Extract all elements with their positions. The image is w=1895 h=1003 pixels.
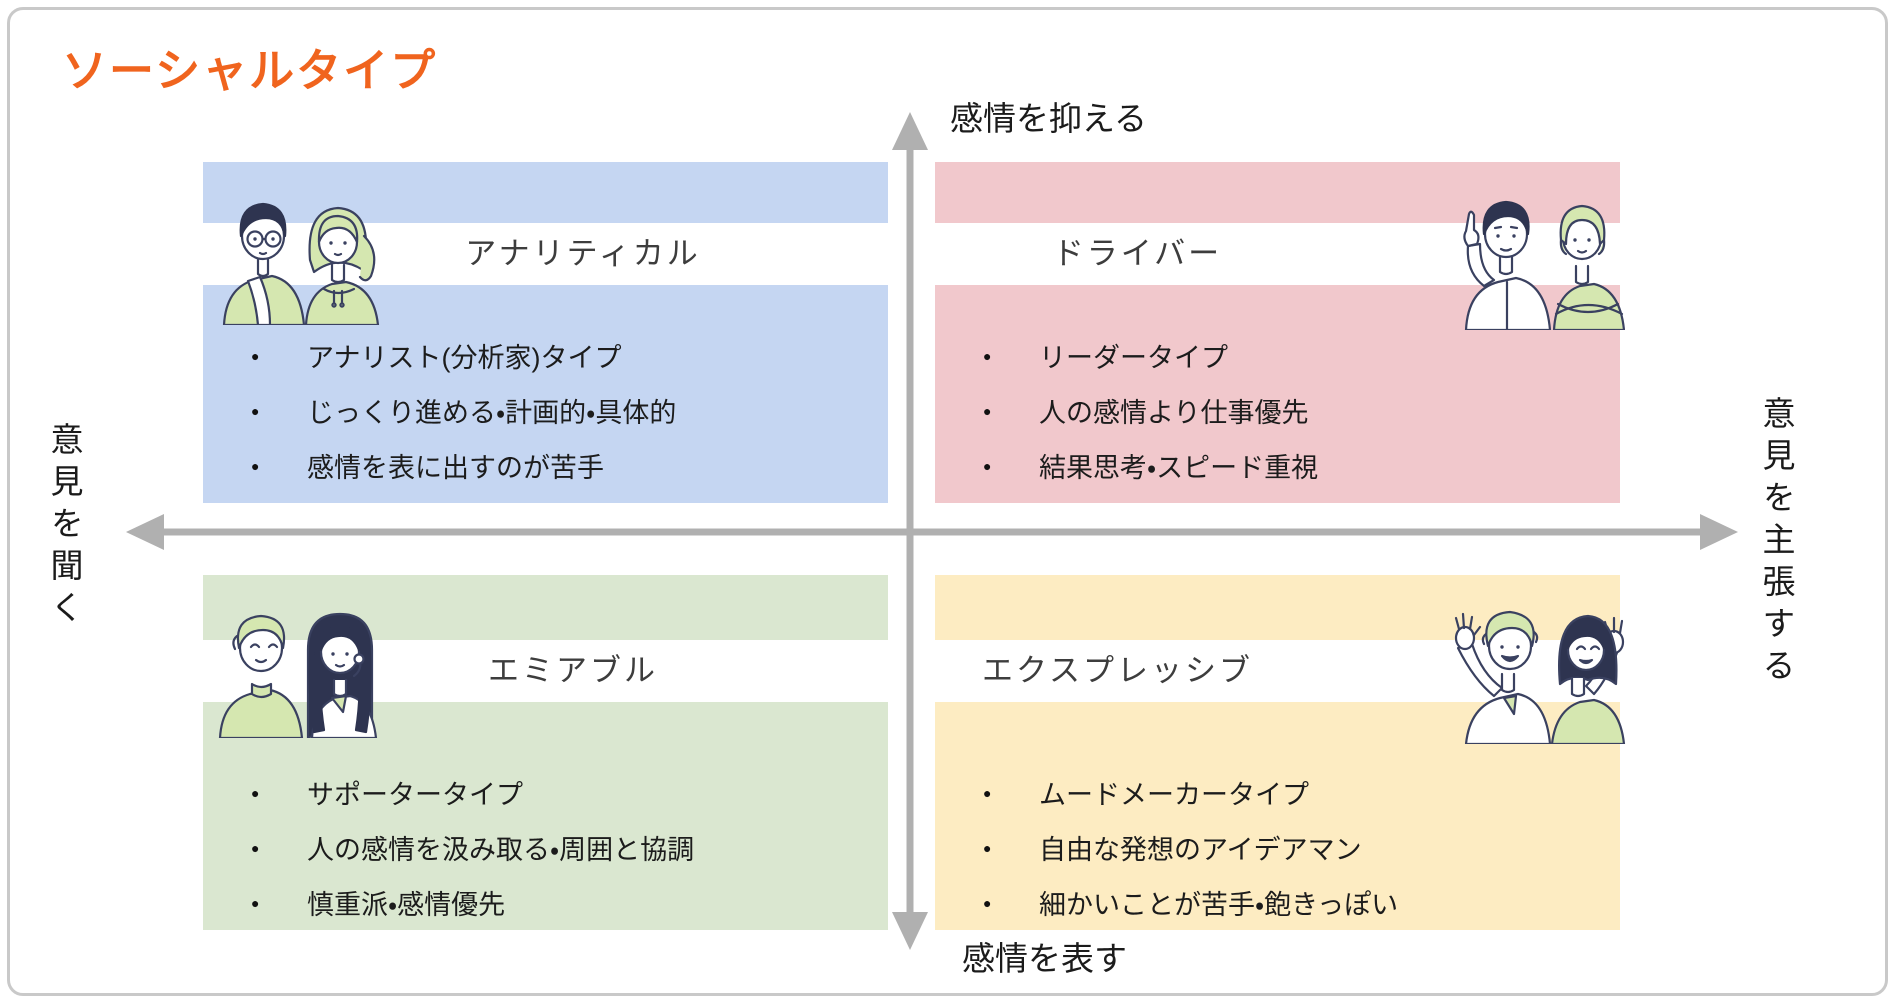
left-arrowhead-icon — [126, 514, 164, 550]
bullet-list-expressive: ムードメーカータイプ 自由な発想のアイデアマン 細かいことが苦手・飽きっぽい — [983, 773, 1612, 938]
analytical-people-illustration — [222, 202, 380, 325]
expressive-people-illustration — [1454, 610, 1626, 744]
down-arrowhead-icon — [892, 912, 928, 950]
list-item: リーダータイプ — [983, 336, 1612, 375]
list-item: 人の感情より仕事優先 — [983, 391, 1612, 430]
axis-label-top: 感情を抑える — [950, 100, 1148, 137]
amiable-people-illustration — [218, 612, 378, 738]
axis-label-right: 意見を主張する — [1758, 396, 1795, 690]
list-item: ムードメーカータイプ — [983, 773, 1612, 812]
driver-people-illustration — [1463, 200, 1625, 330]
bullet-list-amiable: サポータータイプ 人の感情を汲み取る・周囲と協調 慎重派・感情優先 — [251, 773, 880, 938]
page-title: ソーシャルタイプ — [62, 45, 438, 96]
quadrant-title-expressive: エクスプレッシブ — [981, 653, 1254, 688]
list-item: 感情を表に出すのが苦手 — [251, 446, 880, 485]
list-item: 結果思考・スピード重視 — [983, 446, 1612, 485]
list-item: 人の感情を汲み取る・周囲と協調 — [251, 828, 880, 867]
up-arrowhead-icon — [892, 112, 928, 150]
axis-label-bottom: 感情を表す — [962, 940, 1127, 977]
axis-label-left: 意見を聞く — [46, 422, 83, 632]
quadrant-expressive: エクスプレッシブ ムードメーカータイプ 自由な発想のアイデアマン 細かいことが苦… — [935, 575, 1620, 930]
quadrant-title-analytical: アナリティカル — [465, 236, 701, 271]
bullet-list-driver: リーダータイプ 人の感情より仕事優先 結果思考・スピード重視 — [983, 336, 1612, 501]
right-arrowhead-icon — [1700, 514, 1738, 550]
list-item: サポータータイプ — [251, 773, 880, 812]
list-item: 慎重派・感情優先 — [251, 883, 880, 922]
quadrant-title-amiable: エミアブル — [488, 653, 658, 688]
bullet-list-analytical: アナリスト(分析家)タイプ じっくり進める・計画的・具体的 感情を表に出すのが苦… — [251, 336, 880, 501]
list-item: 細かいことが苦手・飽きっぽい — [983, 883, 1612, 922]
list-item: 自由な発想のアイデアマン — [983, 828, 1612, 867]
quadrant-title-driver: ドライバー — [1052, 236, 1223, 271]
list-item: アナリスト(分析家)タイプ — [251, 336, 880, 375]
vertical-axis-line — [906, 146, 914, 916]
list-item: じっくり進める・計画的・具体的 — [251, 391, 880, 430]
horizontal-axis-line — [158, 528, 1706, 536]
